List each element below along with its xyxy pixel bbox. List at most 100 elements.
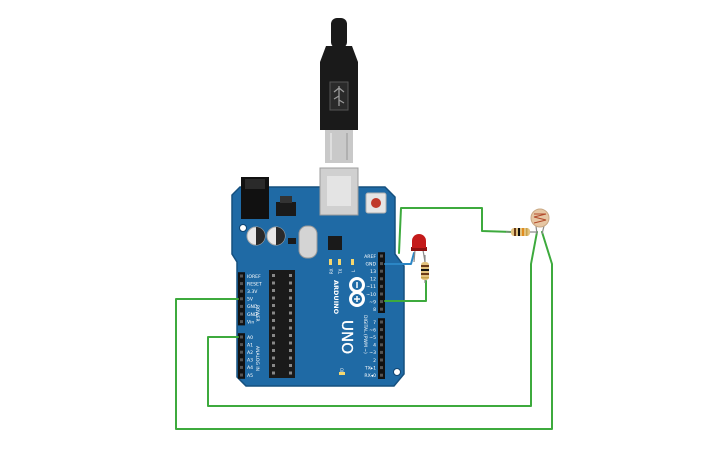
usb-metal-connector [325, 130, 353, 163]
digital-upper-pin-socket[interactable] [380, 254, 383, 258]
digital-header-label: DIGITAL (PWM ~) [362, 315, 368, 354]
power-pin-socket[interactable] [240, 297, 243, 301]
analog-pin-socket[interactable] [240, 365, 243, 369]
power-pin-label: 5V [247, 297, 254, 303]
mcu-pin [272, 289, 275, 292]
tx-led-label: TX [338, 269, 343, 275]
resistor-band [526, 228, 528, 236]
power-pin-label: GND [247, 304, 258, 310]
usb-b-socket-inner [327, 176, 351, 206]
digital-lower-pin-label: 4 [373, 343, 376, 349]
power-pin-socket[interactable] [240, 274, 243, 278]
wire-a0-to-photoresistor[interactable] [207, 231, 538, 407]
wire-gnd-to-led[interactable] [384, 252, 415, 265]
digital-upper-pin-label: AREF [364, 254, 376, 260]
power-pin-socket[interactable] [240, 289, 243, 293]
digital-lower-pin-label: 7 [373, 320, 376, 326]
power-pin-socket[interactable] [240, 312, 243, 316]
digital-upper-pin-label: ~9 [369, 299, 376, 305]
resistor-band [421, 277, 429, 279]
power-pin-label: IOREF [247, 274, 261, 280]
digital-lower-pin-label: ~3 [369, 350, 376, 356]
led-resistor[interactable] [421, 255, 429, 283]
photoresistor[interactable] [530, 208, 550, 235]
power-pin-socket[interactable] [240, 304, 243, 308]
mcu-pins [272, 274, 292, 375]
mcu-pin [289, 289, 292, 292]
power-header-label: POWER [254, 305, 260, 322]
mcu-pin [272, 304, 275, 307]
photoresistor-track [533, 213, 547, 224]
wires [175, 207, 553, 430]
mcu-pin [272, 341, 275, 345]
power-pin-socket[interactable] [240, 320, 243, 324]
digital-lower-pin-label: ~6 [369, 327, 376, 333]
mcu-pin [272, 296, 275, 300]
analog-pin-label: A2 [247, 350, 253, 356]
mounting-hole [393, 368, 401, 376]
digital-upper-pin-label: GND [365, 261, 376, 267]
status-led [338, 259, 341, 265]
digital-upper-pin-label: 12 [370, 277, 376, 283]
digital-upper-pin-socket[interactable] [380, 277, 383, 281]
reset-button-cap[interactable] [371, 198, 381, 208]
usb-trident-icon [333, 86, 345, 106]
usb-interface-chip [328, 236, 342, 250]
analog-pin-socket[interactable] [240, 373, 243, 377]
digital-lower-pin-socket[interactable] [380, 366, 383, 370]
wire-5v-to-photoresistor[interactable] [175, 231, 553, 430]
mcu-pin [289, 311, 292, 315]
mcu-pin [272, 311, 275, 315]
digital-lower-pin-socket[interactable] [380, 335, 383, 339]
analog-pin-socket[interactable] [240, 335, 243, 339]
wire-pin9-to-resistor[interactable] [384, 280, 427, 302]
mcu-pin [289, 371, 292, 375]
mcu-pin [272, 364, 275, 367]
digital-lower-pin-socket[interactable] [380, 328, 383, 332]
digital-upper-pin-socket[interactable] [380, 269, 383, 273]
digital-upper-pin-socket[interactable] [380, 300, 383, 304]
on-led-label: ON [339, 368, 344, 374]
analog-header-label: ANALOG IN [254, 346, 260, 371]
digital-upper-pin-socket[interactable] [380, 292, 383, 296]
brand-label: ARDUINO [332, 280, 340, 315]
digital-lower-pin-socket[interactable] [380, 373, 383, 377]
digital-upper-pin-socket[interactable] [380, 262, 383, 266]
mcu-pin [289, 304, 292, 307]
rx-led-label: RX [329, 268, 334, 274]
mcu-pin [272, 371, 275, 375]
digital-lower-pin-socket[interactable] [380, 343, 383, 347]
analog-pin-socket[interactable] [240, 358, 243, 362]
digital-lower-pin-socket[interactable] [380, 358, 383, 362]
digital-lower-pin-socket[interactable] [380, 350, 383, 354]
digital-upper-pin-socket[interactable] [380, 307, 383, 311]
voltage-regulator [276, 202, 296, 216]
ldr-resistor[interactable] [506, 228, 536, 236]
analog-pin-label: A1 [247, 342, 253, 348]
mcu-pin [272, 319, 275, 322]
power-pin-label: GND [247, 312, 258, 318]
analog-pin-socket[interactable] [240, 350, 243, 354]
digital-upper-pin-label: ~10 [366, 292, 376, 298]
mcu-pin [289, 326, 292, 330]
mcu-pin [289, 364, 292, 367]
power-pin-socket[interactable] [240, 282, 243, 286]
mcu-pin [272, 274, 275, 277]
usb-cable-tail [331, 18, 347, 48]
digital-lower-pin-socket[interactable] [380, 320, 383, 324]
wire-led-to-resistor[interactable] [398, 207, 513, 254]
digital-upper-pin-socket[interactable] [380, 284, 383, 288]
mcu-pin [289, 349, 292, 352]
mcu-pin [272, 356, 275, 360]
mcu-pin [289, 356, 292, 360]
regulator-tab [280, 196, 292, 203]
usb-cable[interactable] [320, 18, 358, 163]
mcu-pin [272, 334, 275, 337]
arduino-uno-board[interactable]: RX TX L ARDUINO UNO ON POWER ANALOG IN D… [231, 167, 405, 387]
analog-pin-socket[interactable] [240, 343, 243, 347]
digital-upper-pin-label: ~11 [366, 284, 376, 290]
